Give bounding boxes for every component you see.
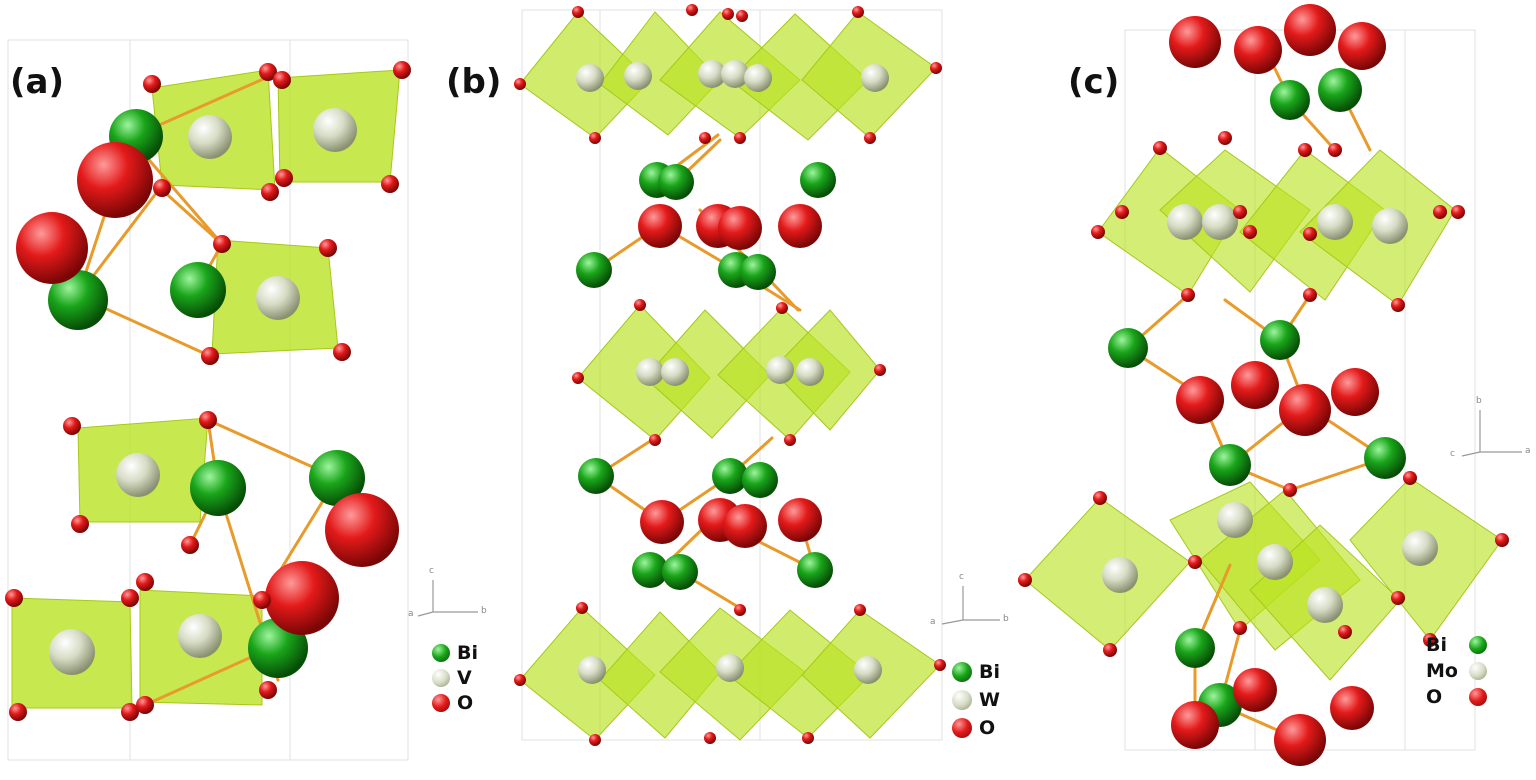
legend-item-o: O: [952, 714, 1007, 742]
axis-label-up: c: [959, 572, 964, 582]
legend-a: Bi V O: [432, 640, 485, 715]
legend-item-w: W: [952, 686, 1007, 714]
panel-b-structure: [514, 4, 946, 746]
legend-item-bi: Bi: [952, 658, 1007, 686]
bi-atoms: [1108, 68, 1406, 727]
o-swatch-icon: [432, 693, 450, 712]
legend-label: O: [457, 691, 474, 714]
legend-b: Bi W O: [952, 658, 1007, 742]
axis-indicator-a: [417, 580, 478, 617]
vo4-tetrahedra: [11, 69, 401, 709]
legend-item-o: O: [1426, 684, 1487, 710]
axis-label-up: c: [429, 566, 434, 576]
panel-label-c: (c): [1068, 62, 1120, 102]
o-atoms-large: [1169, 4, 1386, 766]
bi-swatch-icon: [432, 643, 450, 662]
o-swatch-icon: [952, 718, 972, 738]
o-atoms-small: [5, 61, 411, 721]
bi-atoms: [48, 109, 365, 678]
v-swatch-icon: [432, 668, 450, 687]
legend-label: Bi: [1426, 634, 1447, 656]
legend-label: O: [979, 717, 996, 739]
axis-label-up: b: [1476, 396, 1482, 406]
w-atoms: [576, 60, 889, 684]
o-atoms-small: [514, 4, 946, 746]
axis-label-left: c: [1450, 449, 1455, 459]
legend-label: O: [1426, 686, 1443, 708]
axis-indicator-c: [1461, 410, 1522, 457]
bi-atoms: [576, 162, 836, 590]
panel-c-structure: [1018, 4, 1509, 766]
o-atoms-large: [16, 142, 399, 635]
legend-label: Bi: [979, 661, 1000, 683]
axis-label-right: a: [1525, 446, 1531, 456]
legend-label: W: [979, 689, 1000, 711]
bi-swatch-icon: [1469, 636, 1487, 654]
mo-swatch-icon: [1469, 662, 1487, 680]
legend-item-bi: Bi: [432, 640, 485, 665]
panel-label-b: (b): [446, 62, 502, 102]
o-swatch-icon: [1469, 688, 1487, 706]
legend-label: Bi: [457, 641, 478, 664]
axis-indicator-b: [941, 586, 1000, 625]
axis-label-left: a: [930, 617, 936, 627]
legend-label: V: [457, 666, 472, 689]
mo-atoms: [1102, 204, 1438, 623]
axis-label-right: b: [1003, 614, 1009, 624]
legend-item-o: O: [432, 690, 485, 715]
w-swatch-icon: [952, 690, 972, 710]
v-atoms: [49, 108, 357, 675]
axis-label-right: b: [481, 606, 487, 616]
o-atoms-small: [1018, 131, 1509, 657]
legend-item-v: V: [432, 665, 485, 690]
legend-c: Bi Mo O: [1426, 632, 1487, 710]
legend-label: Mo: [1426, 660, 1458, 682]
o-atoms-large: [638, 204, 822, 548]
legend-item-bi: Bi: [1426, 632, 1487, 658]
axis-label-left: a: [408, 609, 414, 619]
bi-swatch-icon: [952, 662, 972, 682]
panel-a-structure: [5, 61, 411, 721]
panel-label-a: (a): [10, 62, 65, 102]
legend-item-mo: Mo: [1426, 658, 1487, 684]
